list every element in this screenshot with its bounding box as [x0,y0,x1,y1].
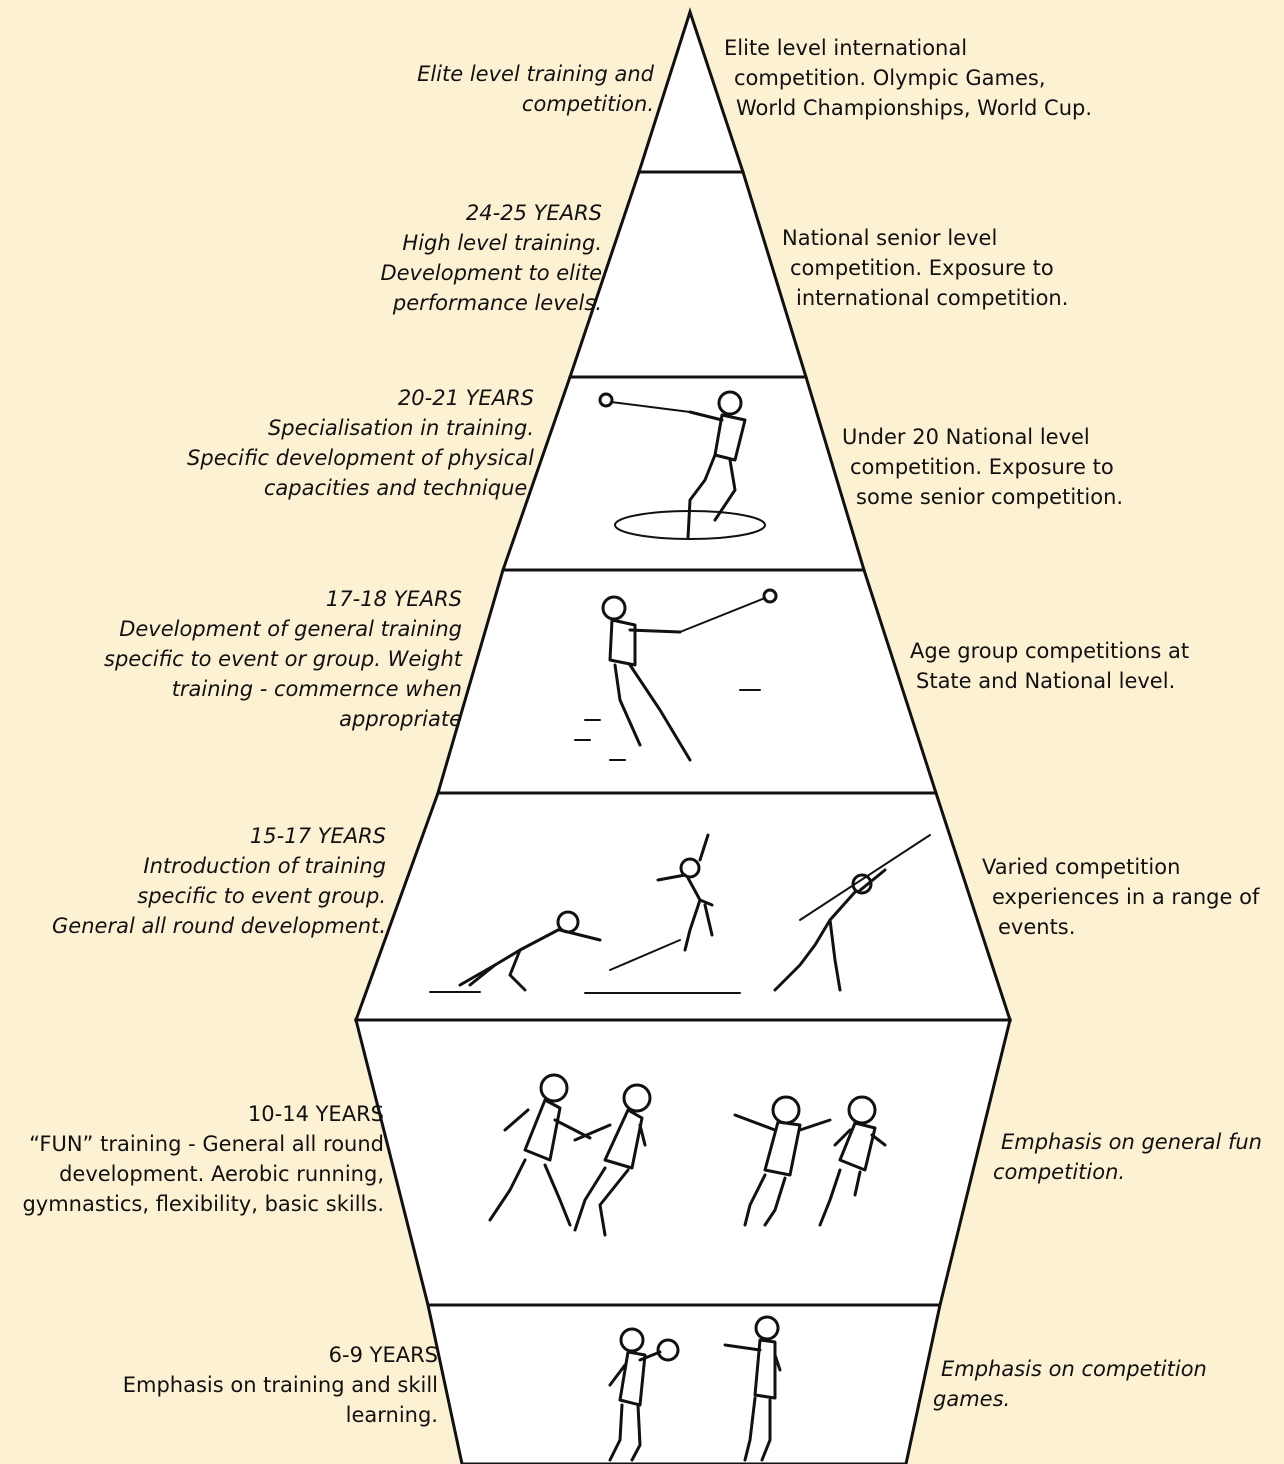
tier-4-17-18 [436,568,939,795]
level-5-left-text: 15-17 YEARS Introduction of training spe… [52,821,386,941]
level-5-left-line: Introduction of training [143,854,386,878]
level-1-left-line: Elite level training and [417,62,654,86]
level-6-right-line: Emphasis on general fun [1001,1130,1262,1154]
level-1-right-line: competition. Olympic Games, [734,66,1046,90]
level-5-age-label: 15-17 YEARS [249,824,386,848]
level-2-right-text: National senior level competition. Expos… [782,223,1068,313]
level-4-left-text: 17-18 YEARS Development of general train… [104,584,462,734]
level-5-left-line: General all round development. [52,914,386,938]
level-6-right-text: Emphasis on general fun competition. [993,1127,1262,1187]
level-7-left-line: learning. [345,1403,438,1427]
level-1-right-line: World Championships, World Cup. [736,96,1093,120]
level-3-left-line: Specific development of physical [187,446,534,470]
level-6-age-label: 10-14 YEARS [247,1102,384,1126]
level-3-right-text: Under 20 National level competition. Exp… [842,422,1123,512]
tier-6-10-14 [354,1018,1012,1307]
level-1-left-line: competition. [521,92,654,116]
level-5-left-line: specific to event group. [137,884,386,908]
level-7-left-text: 6-9 YEARS Emphasis on training and skill… [123,1340,438,1430]
high-jumper-figure [584,833,741,994]
level-7-right-line: games. [933,1387,1011,1411]
level-6-left-text: 10-14 YEARS “FUN” training - General all… [22,1099,384,1219]
level-6-left-line: “FUN” training - General all round [29,1132,384,1156]
level-4-right-text: Age group competitions at State and Nati… [910,636,1189,696]
hammer-thrower-figure-2 [574,588,778,762]
level-1-left-text: Elite level training and competition. [417,59,654,119]
jumpers-figure [733,1095,887,1227]
level-1-right-line: Elite level international [724,36,968,60]
pyramid-tiers [353,7,1013,1464]
level-7-right-text: Emphasis on competition games. [933,1354,1207,1414]
level-3-left-text: 20-21 YEARS Specialisation in training. … [187,383,534,503]
level-2-left-text: 24-25 YEARS High level training. Develop… [380,198,602,318]
level-7-left-line: Emphasis on training and skill [122,1373,438,1397]
level-3-right-line: competition. Exposure to [850,455,1114,479]
level-2-right-line: National senior level [782,226,998,250]
runners-figure [488,1073,652,1237]
level-2-left-line: Development to elite [380,261,602,285]
level-4-left-line: specific to event or group. Weight [104,647,462,671]
javelin-thrower-figure [773,834,931,992]
level-5-right-line: experiences in a range of [992,885,1260,909]
tier-3-20-21 [500,375,867,572]
sprinter-figure [429,910,602,993]
level-5-right-text: Varied competition experiences in a rang… [982,852,1259,942]
level-2-left-line: performance levels. [392,291,602,315]
level-4-right-line: State and National level. [916,669,1176,693]
level-7-right-line: Emphasis on competition [941,1357,1207,1381]
level-7-age-label: 6-9 YEARS [328,1343,438,1367]
tier-2-24-25 [567,170,809,379]
level-4-age-label: 17-18 YEARS [325,587,462,611]
level-2-left-line: High level training. [402,231,602,255]
level-6-left-line: gymnastics, flexibility, basic skills. [22,1192,384,1216]
level-2-right-line: international competition. [796,286,1069,310]
tier-7-6-9 [426,1303,942,1464]
level-3-right-line: some senior competition. [856,485,1124,509]
hammer-thrower-figure-1 [598,390,766,540]
level-2-right-line: competition. Exposure to [790,256,1054,280]
ball-players-figure [608,1315,782,1462]
level-5-right-line: Varied competition [982,855,1181,879]
level-2-age-label: 24-25 YEARS [465,201,602,225]
level-3-age-label: 20-21 YEARS [397,386,534,410]
tier-5-15-17 [353,791,1013,1022]
level-5-right-line: events. [998,915,1076,939]
level-3-right-line: Under 20 National level [842,425,1090,449]
level-6-right-line: competition. [993,1160,1126,1184]
level-4-left-line: training - commernce when [171,677,462,701]
level-4-left-line: Development of general training [119,617,462,641]
level-6-left-line: development. Aerobic running, [59,1162,384,1186]
level-4-left-line: appropriate [339,707,462,731]
level-3-left-line: Specialisation in training. [267,416,534,440]
level-1-right-text: Elite level international competition. O… [724,33,1092,123]
level-3-left-line: capacities and technique. [263,476,534,500]
level-4-right-line: Age group competitions at [910,639,1190,663]
